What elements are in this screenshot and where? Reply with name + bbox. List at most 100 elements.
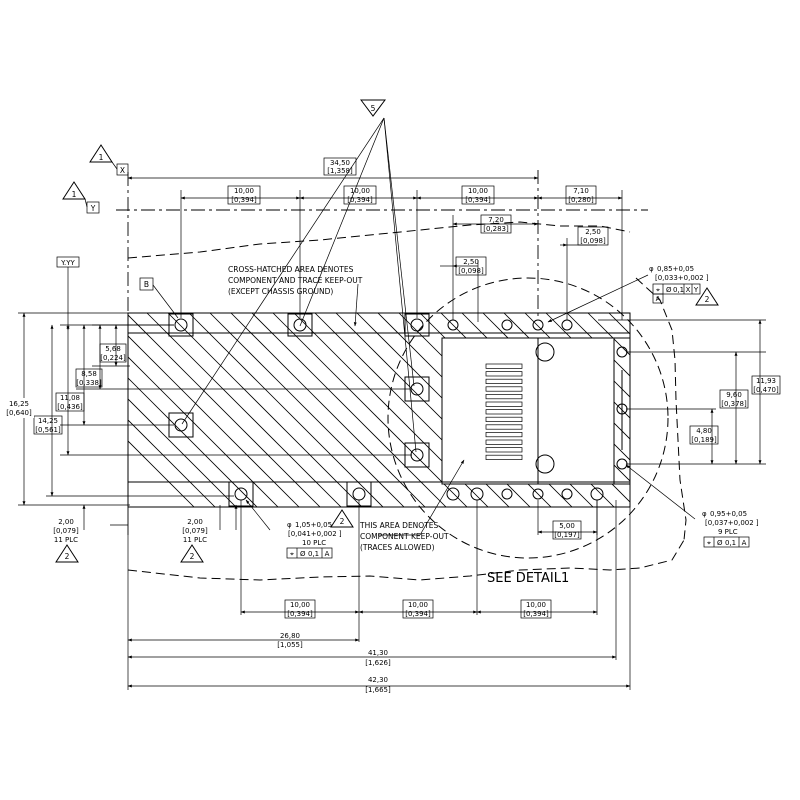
- hole-pad: [616, 346, 628, 358]
- svg-text:Y.YY: Y.YY: [60, 259, 75, 267]
- dim-bottom-10-b: 10,00 [0,394]: [402, 599, 434, 619]
- hole-pad: [561, 319, 573, 331]
- svg-text:11,93: 11,93: [756, 377, 776, 385]
- connector-side-rail: [613, 337, 631, 485]
- hatch-line: [146, 313, 342, 507]
- flag-2-right: 2: [695, 287, 719, 306]
- hatch-line: [314, 313, 510, 507]
- callout-0-85: φ 0,85+0,05 [0,033+0,002 ] ⌖ Ø 0,1 X Y A: [649, 265, 709, 304]
- datum-x: X: [116, 163, 129, 176]
- hole-pad: [501, 319, 513, 331]
- right-dashed-boundary: [635, 277, 687, 541]
- svg-text:14,25: 14,25: [38, 417, 58, 425]
- hatch-line: [524, 313, 630, 419]
- hatch-line: [461, 313, 630, 482]
- svg-text:[1,358]: [1,358]: [327, 167, 353, 175]
- svg-text:0,1: 0,1: [673, 286, 684, 294]
- svg-text:φ: φ: [702, 510, 707, 518]
- hole-callouts: φ 0,85+0,05 [0,033+0,002 ] ⌖ Ø 0,1 X Y A…: [286, 265, 759, 559]
- svg-text:5: 5: [371, 104, 376, 113]
- hatch-line: [503, 313, 630, 440]
- dim-5-00: 5,00 [0,197]: [552, 520, 582, 540]
- flag-2-left: 2: [55, 544, 79, 563]
- svg-text:[0,394]: [0,394]: [465, 196, 491, 204]
- connector-pin: [485, 394, 523, 400]
- svg-text:1: 1: [72, 190, 77, 199]
- hole-pad: [532, 488, 544, 500]
- fcf-1-05: ⌖ Ø 0,1 A: [286, 547, 333, 559]
- connector-pin: [485, 401, 523, 407]
- hole-pad: [470, 487, 484, 501]
- connector-pin: [485, 363, 523, 369]
- dim-26-80: 26,80 [1,055]: [277, 632, 303, 649]
- callout-1-05: φ 1,05+0,05 [0,041+0,002 ] 10 PLC ⌖ Ø 0,…: [286, 521, 342, 559]
- svg-text:0,85+0,05: 0,85+0,05: [657, 265, 694, 273]
- svg-text:[0,280]: [0,280]: [568, 196, 594, 204]
- fcf-0-95: ⌖ Ø 0,1 A: [703, 536, 750, 548]
- svg-text:X: X: [120, 166, 125, 175]
- svg-text:11,08: 11,08: [60, 394, 80, 402]
- svg-text:4,80: 4,80: [696, 427, 712, 435]
- dim-2-00-right: 2,00 [0,079] 11 PLC: [182, 518, 208, 544]
- datum-yy: Y.YY: [56, 256, 80, 268]
- svg-text:[0,394]: [0,394]: [231, 196, 257, 204]
- svg-text:16,25: 16,25: [9, 400, 29, 408]
- svg-text:7,20: 7,20: [488, 216, 504, 224]
- dim-bottom-10-a: 10,00 [0,394]: [284, 599, 316, 619]
- dim-11-08: 11,08 [0,436]: [55, 392, 85, 412]
- hole-pad: [532, 319, 544, 331]
- hatch-line: [608, 313, 630, 335]
- svg-text:10 PLC: 10 PLC: [302, 539, 326, 547]
- hatch-line: [482, 313, 630, 461]
- svg-text:[0,041+0,002 ]: [0,041+0,002 ]: [288, 530, 342, 538]
- svg-text:2: 2: [705, 295, 710, 304]
- hole-pad: [446, 487, 460, 501]
- svg-text:9,60: 9,60: [726, 391, 742, 399]
- svg-text:34,50: 34,50: [330, 159, 350, 167]
- datum-lines: [116, 170, 648, 320]
- svg-text:2,00: 2,00: [58, 518, 74, 526]
- svg-text:2: 2: [65, 552, 70, 561]
- svg-text:42,30: 42,30: [368, 676, 388, 684]
- svg-text:26,80: 26,80: [280, 632, 300, 640]
- note-hatched-line-1: CROSS-HATCHED AREA DENOTES: [228, 265, 354, 274]
- hatch-line: [693, 313, 800, 523]
- svg-text:[0,394]: [0,394]: [405, 610, 431, 618]
- keepout-board-outline: [127, 312, 631, 508]
- hatch-line: [377, 313, 573, 507]
- hatch-line: [566, 313, 630, 377]
- dim-8-58: 8,58 [0,338]: [75, 368, 103, 388]
- hatch-line: [335, 313, 531, 507]
- hatched-keepout-area: [127, 312, 800, 523]
- svg-text:[1,626]: [1,626]: [365, 659, 391, 667]
- svg-text:[0,079]: [0,079]: [182, 527, 208, 535]
- connector-body: [441, 337, 615, 485]
- svg-text:[0,394]: [0,394]: [347, 196, 373, 204]
- hole-pad: [561, 488, 573, 500]
- datum-boxes: X Y B Y.YY: [56, 163, 154, 291]
- dim-7-20: 7,20 [0,283]: [480, 214, 512, 234]
- connector-pin: [485, 409, 523, 415]
- svg-text:10,00: 10,00: [526, 601, 546, 609]
- svg-text:11 PLC: 11 PLC: [54, 536, 78, 544]
- dim-34-50: 34,50 [1,358]: [323, 157, 357, 176]
- note-keepout-line-3: (TRACES ALLOWED): [360, 543, 435, 552]
- callout-0-95: φ 0,95+0,05 [0,037+0,002 ] 9 PLC ⌖ Ø 0,1…: [702, 510, 759, 548]
- svg-text:11 PLC: 11 PLC: [183, 536, 207, 544]
- dim-2-50-a: 2,50 [0,098]: [455, 256, 487, 276]
- connector-pin: [485, 416, 523, 422]
- svg-text:Ø: Ø: [666, 286, 672, 294]
- hatch-line: [398, 313, 594, 507]
- hatch-line: [756, 313, 800, 523]
- connector-pin: [485, 447, 523, 453]
- hatch-line: [209, 313, 405, 507]
- svg-text:[0,197]: [0,197]: [554, 531, 580, 539]
- svg-text:⌖: ⌖: [656, 286, 660, 294]
- svg-text:[0,470]: [0,470]: [753, 386, 779, 394]
- svg-text:8,58: 8,58: [81, 370, 97, 378]
- hatch-line: [356, 313, 552, 507]
- connector-pin: [485, 386, 523, 392]
- svg-text:2: 2: [340, 517, 345, 526]
- connector-post-bottom: [535, 454, 555, 474]
- svg-text:[0,037+0,002 ]: [0,037+0,002 ]: [705, 519, 759, 527]
